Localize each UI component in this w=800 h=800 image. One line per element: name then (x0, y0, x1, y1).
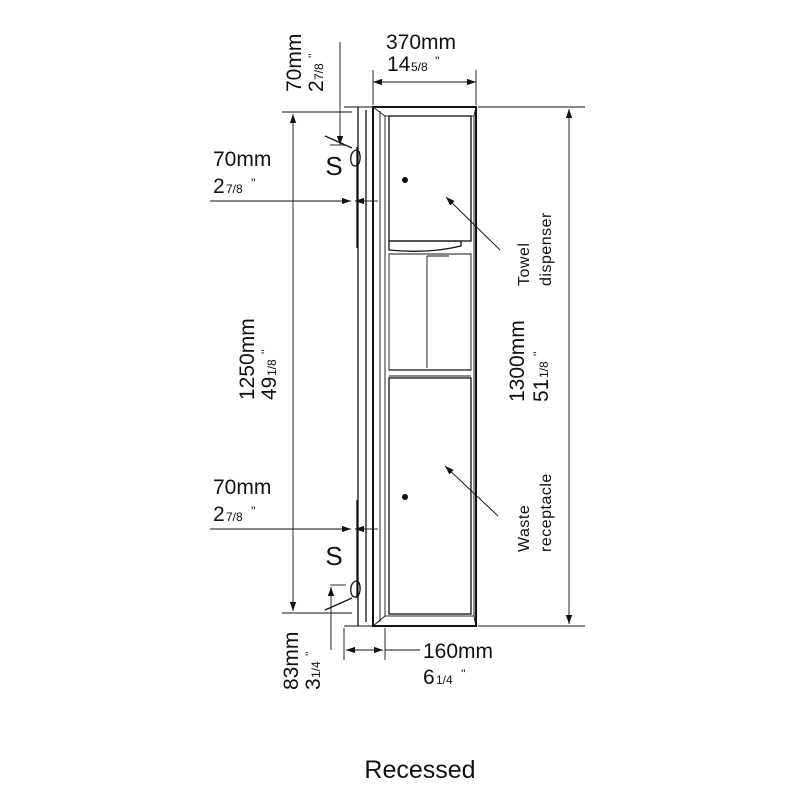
svg-text:160mm: 160mm (423, 640, 493, 663)
upper-anchor-symbol: S (325, 151, 342, 181)
cabinet-frame-inner (384, 115, 475, 617)
svg-text:Waste: Waste (516, 505, 533, 552)
svg-text:1/4: 1/4 (436, 673, 453, 687)
waste-receptacle-door (388, 377, 472, 615)
svg-text:1/8: 1/8 (537, 361, 551, 378)
svg-text:5/8: 5/8 (411, 60, 428, 74)
svg-text:7/8: 7/8 (312, 63, 326, 80)
svg-text:2: 2 (213, 503, 225, 526)
svg-text:70mm: 70mm (283, 34, 306, 92)
drawing-caption: Recessed (364, 756, 475, 784)
svg-text:2: 2 (305, 80, 328, 92)
lower-anchor: S (324, 500, 361, 611)
upper-anchor-hook-icon (350, 149, 361, 167)
svg-text:51: 51 (530, 379, 553, 402)
svg-text:7/8: 7/8 (226, 510, 243, 524)
total-height-dimension: 1300mm 51 1/8 '' (478, 106, 585, 627)
towel-door-lock (402, 177, 408, 183)
svg-text:6: 6 (423, 666, 435, 689)
svg-text:370mm: 370mm (386, 31, 456, 54)
width-dimension: 370mm 14 5/8 '' (372, 31, 477, 105)
svg-text:1/4: 1/4 (309, 661, 323, 678)
upper-anchor: S (324, 135, 361, 248)
svg-text:'': '' (303, 651, 317, 656)
lower-anchor-symbol: S (325, 541, 342, 571)
mount-height-dimension: 1250mm 49 1/8 '' (236, 111, 352, 614)
svg-text:70mm: 70mm (213, 476, 271, 499)
cabinet (372, 106, 477, 627)
upper-anchor-dimension: 70mm 2 7/8 '' (210, 148, 378, 205)
svg-text:'': '' (259, 349, 273, 354)
lower-anchor-dimension: 70mm 2 7/8 '' (210, 476, 378, 533)
svg-text:1250mm: 1250mm (236, 318, 259, 400)
towel-dispenser-door (388, 115, 472, 242)
waste-receptacle-label: Waste receptacle (444, 465, 555, 552)
top-offset-dimension: 70mm 2 7/8 '' (283, 34, 346, 146)
svg-text:'': '' (531, 351, 545, 356)
svg-text:'': '' (306, 53, 320, 58)
svg-text:'': '' (435, 54, 440, 68)
bottom-offset-dimension: 83mm 3 1/4 '' (280, 584, 346, 690)
svg-text:14: 14 (387, 53, 411, 76)
svg-text:'': '' (251, 176, 256, 190)
towel-dispenser-label: Towel dispenser (445, 196, 555, 286)
svg-text:2: 2 (213, 175, 225, 198)
svg-text:83mm: 83mm (280, 632, 303, 690)
svg-text:3: 3 (302, 678, 325, 690)
wall-section (344, 106, 373, 627)
svg-text:Towel: Towel (516, 243, 533, 286)
open-compartment (388, 253, 472, 371)
towel-outlet (388, 240, 462, 252)
svg-text:dispenser: dispenser (538, 212, 555, 286)
svg-text:49: 49 (258, 377, 281, 400)
svg-text:'': '' (251, 504, 256, 518)
cabinet-frame-outer (372, 106, 477, 627)
svg-text:70mm: 70mm (213, 148, 271, 171)
svg-text:7/8: 7/8 (226, 182, 243, 196)
svg-text:1/8: 1/8 (265, 359, 279, 376)
waste-door-lock (402, 494, 408, 500)
depth-dimension: 160mm 6 1/4 '' (343, 628, 493, 689)
svg-text:1300mm: 1300mm (506, 320, 529, 402)
lower-anchor-hook-icon (350, 580, 361, 598)
svg-text:receptacle: receptacle (538, 473, 555, 552)
svg-text:'': '' (461, 667, 466, 681)
